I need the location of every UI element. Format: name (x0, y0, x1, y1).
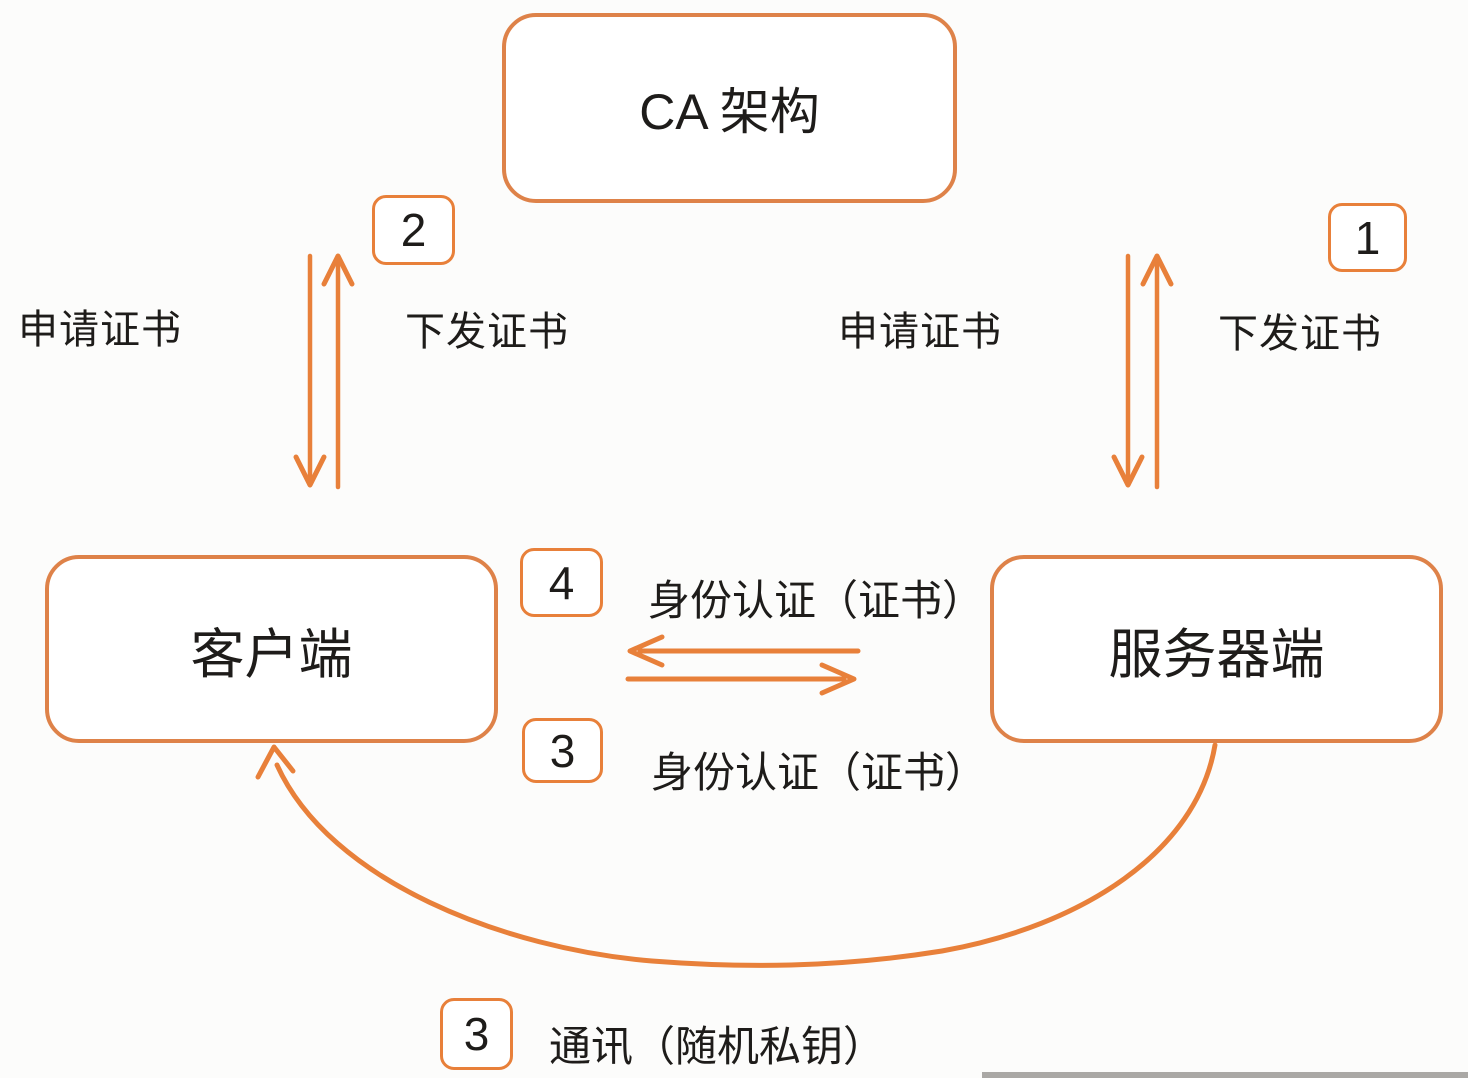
server-to-ca-request-up-arrow (1140, 253, 1174, 490)
issue-cert-label-left: 下发证书 (405, 310, 569, 354)
ca-node: CA 架构 (502, 13, 957, 203)
request-cert-label-right: 申请证书 (838, 310, 1002, 354)
step-badge-comm: 3 (440, 998, 513, 1070)
issue-cert-label-right: 下发证书 (1218, 312, 1382, 356)
step-badge-auth-bottom-number: 3 (549, 724, 576, 777)
ca-node-label: CA 架构 (639, 84, 820, 140)
request-cert-label-left: 申请证书 (18, 308, 182, 352)
auth-cert-label-top: 身份认证（证书） (648, 577, 985, 624)
comm-label: 通讯（随机私钥） (549, 1023, 886, 1070)
ca-to-server-issue-down-arrow (1111, 253, 1145, 488)
video-scrubber-bar (982, 1072, 1468, 1078)
step-badge-auth-top: 4 (520, 548, 603, 617)
step-badge-client-ca-number: 2 (400, 204, 427, 256)
step-badge-server-ca: 1 (1328, 203, 1407, 272)
ca-to-client-issue-down-arrow (293, 253, 327, 488)
client-to-server-auth-arrow (625, 662, 857, 696)
client-to-ca-request-up-arrow (321, 253, 355, 490)
server-node-label: 服务器端 (1108, 624, 1325, 685)
auth-cert-label-bottom: 身份认证（证书） (651, 749, 988, 796)
step-badge-auth-bottom: 3 (522, 718, 603, 783)
step-badge-server-ca-number: 1 (1354, 211, 1381, 264)
client-node: 客户端 (45, 555, 498, 743)
step-badge-comm-number: 3 (463, 1008, 490, 1060)
server-to-client-comm-curved-arrow (255, 742, 1218, 968)
step-badge-client-ca: 2 (372, 195, 455, 265)
server-node: 服务器端 (990, 555, 1443, 743)
step-badge-auth-top-number: 4 (548, 556, 575, 609)
server-to-client-auth-arrow (627, 634, 861, 668)
client-node-label: 客户端 (190, 624, 353, 685)
